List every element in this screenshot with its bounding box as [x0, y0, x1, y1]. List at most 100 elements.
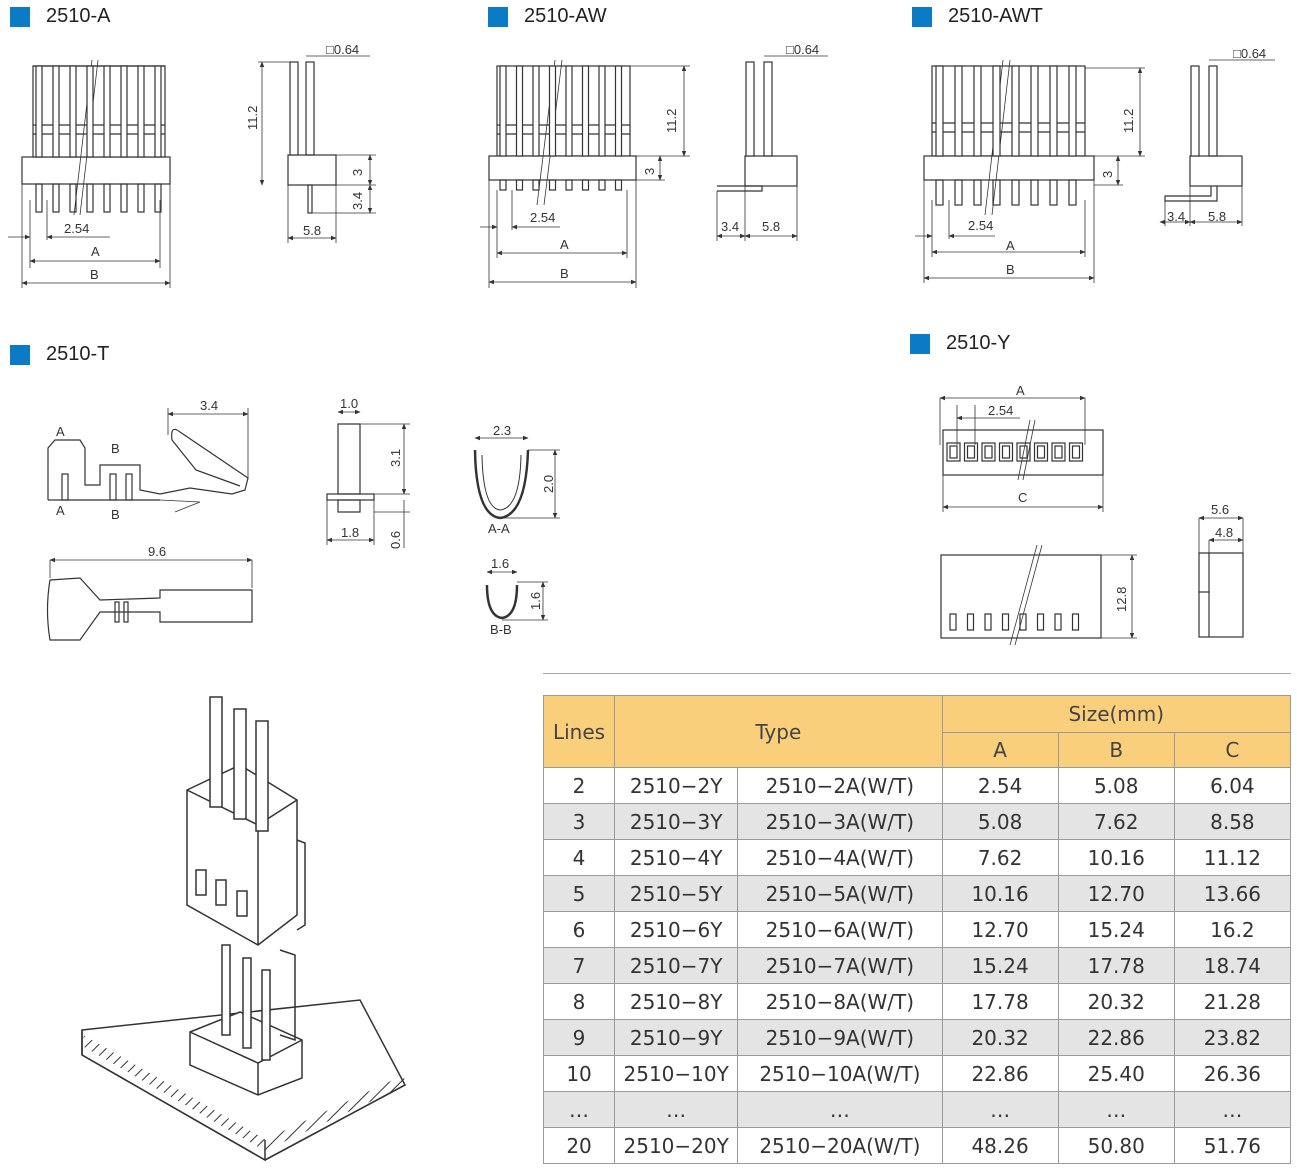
- cell-a: …: [941, 1091, 1059, 1128]
- cell-type-a: 2510−2A(W/T): [737, 767, 943, 804]
- cell-lines: 2: [542, 767, 616, 804]
- pin: [103, 65, 111, 158]
- cell-c: 51.76: [1173, 1127, 1292, 1164]
- cell-a: 17.78: [941, 983, 1059, 1020]
- pin-hole: [1071, 613, 1080, 631]
- slot-inner: [1071, 445, 1081, 459]
- cell-lines: 5: [542, 875, 616, 912]
- header-type: Type: [614, 695, 943, 768]
- section-marker: [912, 6, 932, 27]
- dim-a: A: [560, 237, 569, 252]
- pin-lead: [120, 183, 128, 213]
- pin-lead: [614, 179, 623, 191]
- cell-b: 5.08: [1057, 767, 1175, 804]
- dim-pin-size: □0.64: [786, 42, 819, 57]
- cell-c: 6.04: [1173, 767, 1292, 804]
- view-2510-t-terminal: 3.4 A A B B 9.6 1.0 3.1 1.8 0.6: [46, 396, 560, 641]
- slot-inner: [984, 445, 993, 459]
- cell-type-y: 2510−3Y: [614, 803, 739, 840]
- dim-c: C: [1018, 490, 1027, 505]
- view-2510-awt-front: 2.54 A B 11.2 3: [915, 59, 1145, 283]
- header-b: B: [1057, 732, 1175, 768]
- pin: [614, 65, 623, 157]
- cell-type-y: 2510−5Y: [614, 875, 739, 912]
- cell-b: 25.40: [1057, 1055, 1175, 1092]
- slot: [946, 442, 961, 462]
- view-2510-a-side: 11.2 3 3.4 5.8 □0.64: [245, 42, 376, 243]
- pin-lead: [954, 179, 963, 206]
- cell-c: 8.58: [1173, 803, 1292, 840]
- pin-lead: [69, 183, 77, 213]
- dim-a: A: [1006, 238, 1015, 253]
- cell-type-a: 2510−8A(W/T): [737, 983, 943, 1020]
- cell-type-y: 2510−7Y: [614, 947, 739, 984]
- isometric-illustration: [79, 696, 408, 1162]
- slot: [998, 442, 1014, 462]
- pin-lead: [548, 179, 557, 191]
- cell-b: 22.86: [1057, 1019, 1175, 1056]
- cell-a: 22.86: [941, 1055, 1059, 1092]
- cell-a: 10.16: [941, 875, 1059, 912]
- header-lines: Lines: [542, 695, 616, 768]
- dim-pin-lead: 3.4: [350, 192, 365, 210]
- cell-type-a: 2510−5A(W/T): [737, 875, 943, 912]
- dim-y-w2: 4.8: [1215, 525, 1233, 540]
- dim-width: 5.8: [1208, 209, 1226, 224]
- cell-lines: 8: [542, 983, 616, 1020]
- cell-type-y: 2510−8Y: [614, 983, 739, 1020]
- pin: [1068, 65, 1077, 157]
- slot: [1033, 442, 1049, 462]
- view-2510-aw-front: 2.54 A B 11.2 3: [480, 59, 690, 288]
- cell-a: 12.70: [941, 911, 1059, 948]
- pin-lead: [499, 179, 507, 191]
- section-title-label: 2510-AW: [524, 5, 607, 27]
- pin: [120, 65, 128, 158]
- cell-a: 2.54: [941, 767, 1059, 804]
- cell-lines: 9: [542, 1019, 616, 1056]
- pin-lead: [86, 183, 94, 213]
- dim-a: A: [1016, 383, 1025, 398]
- pin-lead: [598, 179, 606, 191]
- cell-b: 15.24: [1057, 911, 1175, 948]
- cell-c: 16.2: [1173, 911, 1292, 948]
- section-title-2510-y: 2510-Y: [910, 332, 1011, 355]
- pin: [52, 65, 60, 158]
- cell-a: 15.24: [941, 947, 1059, 984]
- dim-base: 3: [350, 169, 365, 176]
- cell-c: 13.66: [1173, 875, 1292, 912]
- cell-lines: 7: [542, 947, 616, 984]
- pin-lead: [1011, 179, 1020, 206]
- dim-t-total: 9.6: [148, 544, 166, 559]
- header-a: A: [941, 732, 1059, 768]
- section-title-label: 2510-T: [46, 343, 110, 365]
- pin: [973, 65, 982, 157]
- dim-t-w2: 1.8: [341, 525, 359, 540]
- pin: [548, 65, 557, 157]
- dim-pitch: 2.54: [988, 403, 1013, 418]
- cell-type-a: 2510−3A(W/T): [737, 803, 943, 840]
- cell-a: 7.62: [941, 839, 1059, 876]
- section-title-2510-t: 2510-T: [10, 343, 109, 366]
- pin-lead: [137, 183, 145, 213]
- pin-lead: [1068, 179, 1077, 206]
- cell-c: 23.82: [1173, 1019, 1292, 1056]
- dim-base: 3: [642, 168, 657, 175]
- pin: [1011, 65, 1020, 157]
- section-marker: [910, 333, 930, 354]
- dim-t-len: 3.4: [200, 398, 218, 413]
- section-title-label: 2510-AWT: [948, 5, 1043, 27]
- dim-t-bb-h: 1.6: [528, 592, 543, 610]
- cell-lines: 20: [542, 1127, 616, 1164]
- cell-c: 18.74: [1173, 947, 1292, 984]
- section-mark-a: A: [56, 424, 65, 439]
- pin: [137, 65, 145, 158]
- pin-lead: [581, 179, 590, 191]
- section-title-label: 2510-Y: [946, 332, 1011, 354]
- pin: [1049, 65, 1058, 157]
- cell-lines: 6: [542, 911, 616, 948]
